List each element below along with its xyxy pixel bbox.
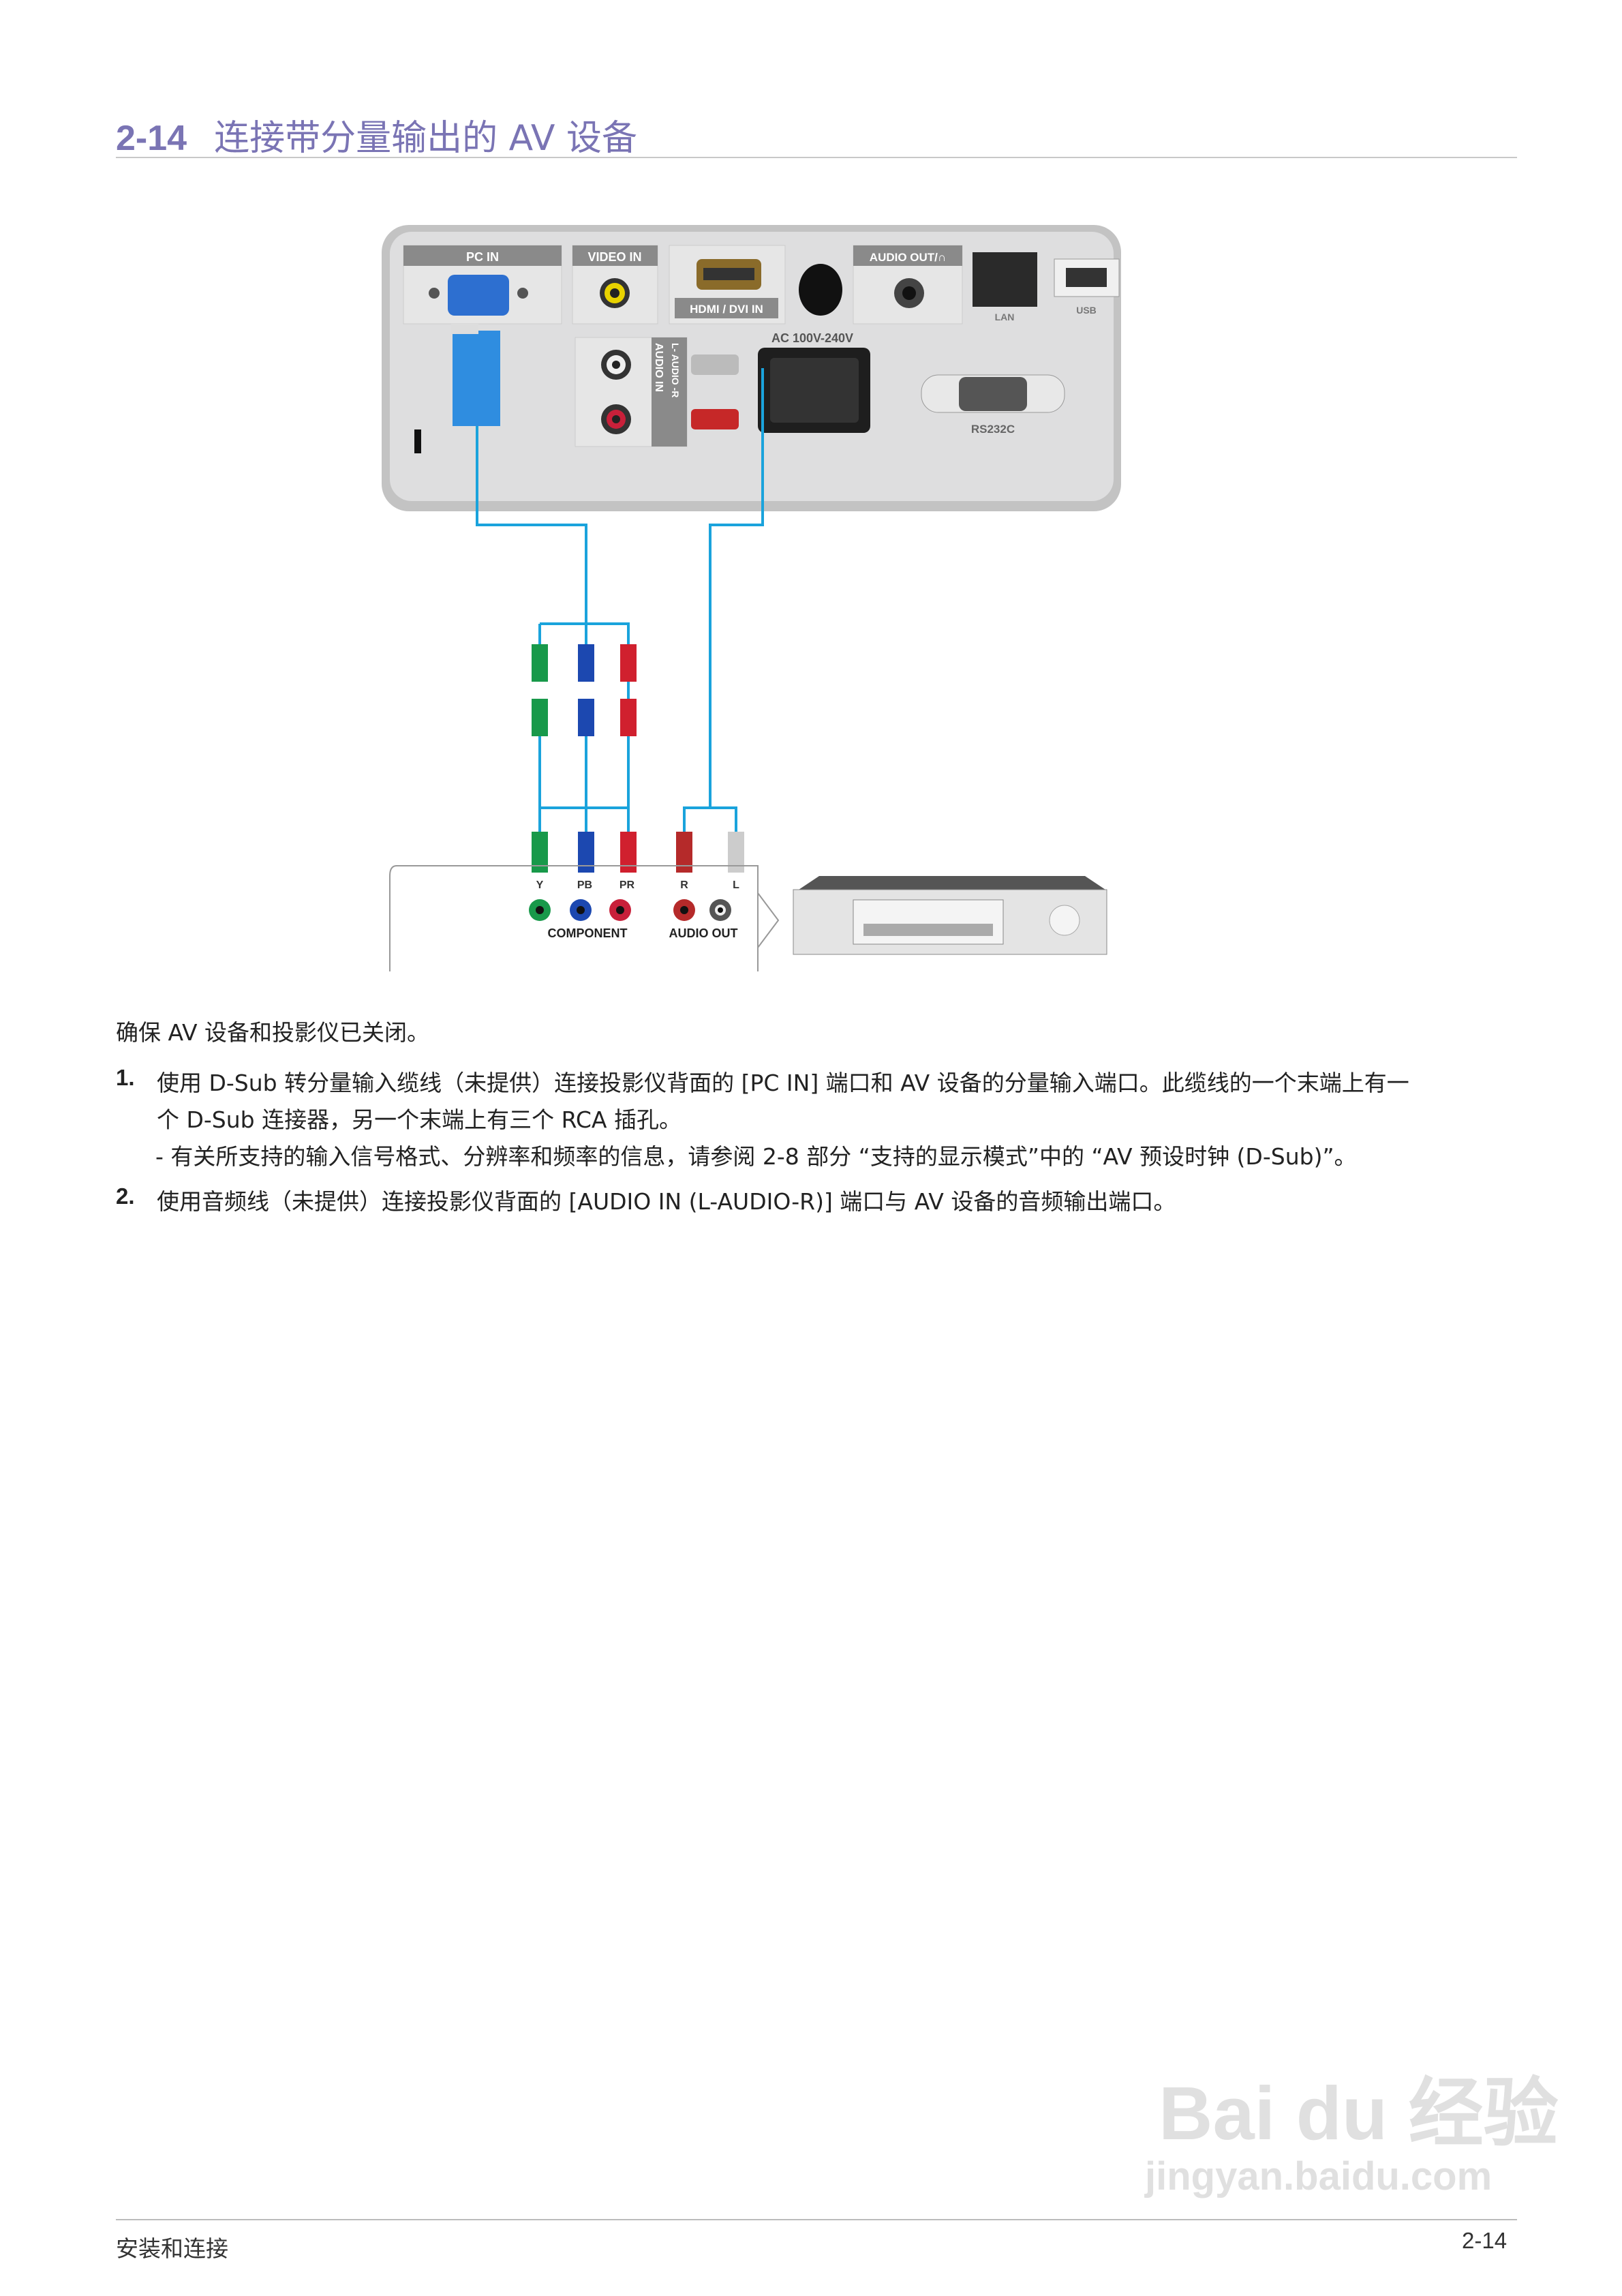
step-1-line2: 个 D-Sub 连接器，另一个末端上有三个 RCA 插孔。	[157, 1106, 682, 1133]
audio-in-label: AUDIO IN	[653, 343, 664, 392]
connection-diagram: PC IN VIDEO IN HDMI / DVI IN AUDIO OUT/∩…	[382, 225, 1121, 971]
vga-plug-icon	[453, 331, 500, 426]
pb-label: PB	[577, 879, 592, 891]
lan-port-icon	[973, 252, 1037, 307]
ac-label: AC 100V-240V	[771, 331, 853, 345]
s-video-port-icon	[799, 264, 842, 316]
intro-text: 确保 AV 设备和投影仪已关闭。	[116, 1019, 430, 1046]
kensington-lock-icon	[414, 429, 421, 453]
hdmi-label: HDMI / DVI IN	[690, 303, 763, 316]
baidu-watermark: Bai du 经验 jingyan.baidu.com	[1145, 2072, 1559, 2199]
title-rule	[116, 157, 1517, 158]
step-number: 2.	[116, 1183, 135, 1209]
red-rca-plug-icon	[691, 409, 739, 429]
usb-label: USB	[1076, 305, 1097, 316]
r-label: R	[680, 879, 688, 891]
audio-lr-label: L- AUDIO -R	[670, 343, 681, 397]
component-label: COMPONENT	[548, 926, 628, 940]
vga-port-icon	[448, 275, 509, 316]
footer-chapter: 安装和连接	[116, 2235, 228, 2262]
component-plugs	[532, 644, 744, 873]
lan-label: LAN	[995, 312, 1015, 322]
white-rca-plug-icon	[691, 354, 739, 375]
footer-rule	[116, 2219, 1517, 2220]
video-in-label: VIDEO IN	[587, 250, 641, 264]
pr-label: PR	[619, 879, 635, 891]
step-1-note: - 有关所支持的输入信号格式、分辨率和频率的信息，请参阅 2-8 部分 “支持的…	[155, 1143, 1357, 1170]
y-label: Y	[536, 879, 544, 891]
step-2-line1: 使用音频线（未提供）连接投影仪背面的 [AUDIO IN (L-AUDIO-R)…	[157, 1188, 1176, 1215]
dvd-player-icon	[793, 876, 1107, 955]
rs232c-label: RS232C	[971, 423, 1015, 436]
audio-out-device-label: AUDIO OUT	[669, 926, 738, 940]
step-1-line1: 使用 D-Sub 转分量输入缆线（未提供）连接投影仪背面的 [PC IN] 端口…	[157, 1070, 1409, 1096]
av-device-panel	[389, 865, 759, 971]
l-label: L	[733, 879, 739, 891]
pc-in-label: PC IN	[466, 250, 499, 264]
step-number: 1.	[116, 1065, 135, 1090]
audio-out-label: AUDIO OUT/∩	[870, 251, 946, 264]
footer-page-number: 2-14	[1462, 2228, 1508, 2253]
cables	[476, 368, 764, 839]
